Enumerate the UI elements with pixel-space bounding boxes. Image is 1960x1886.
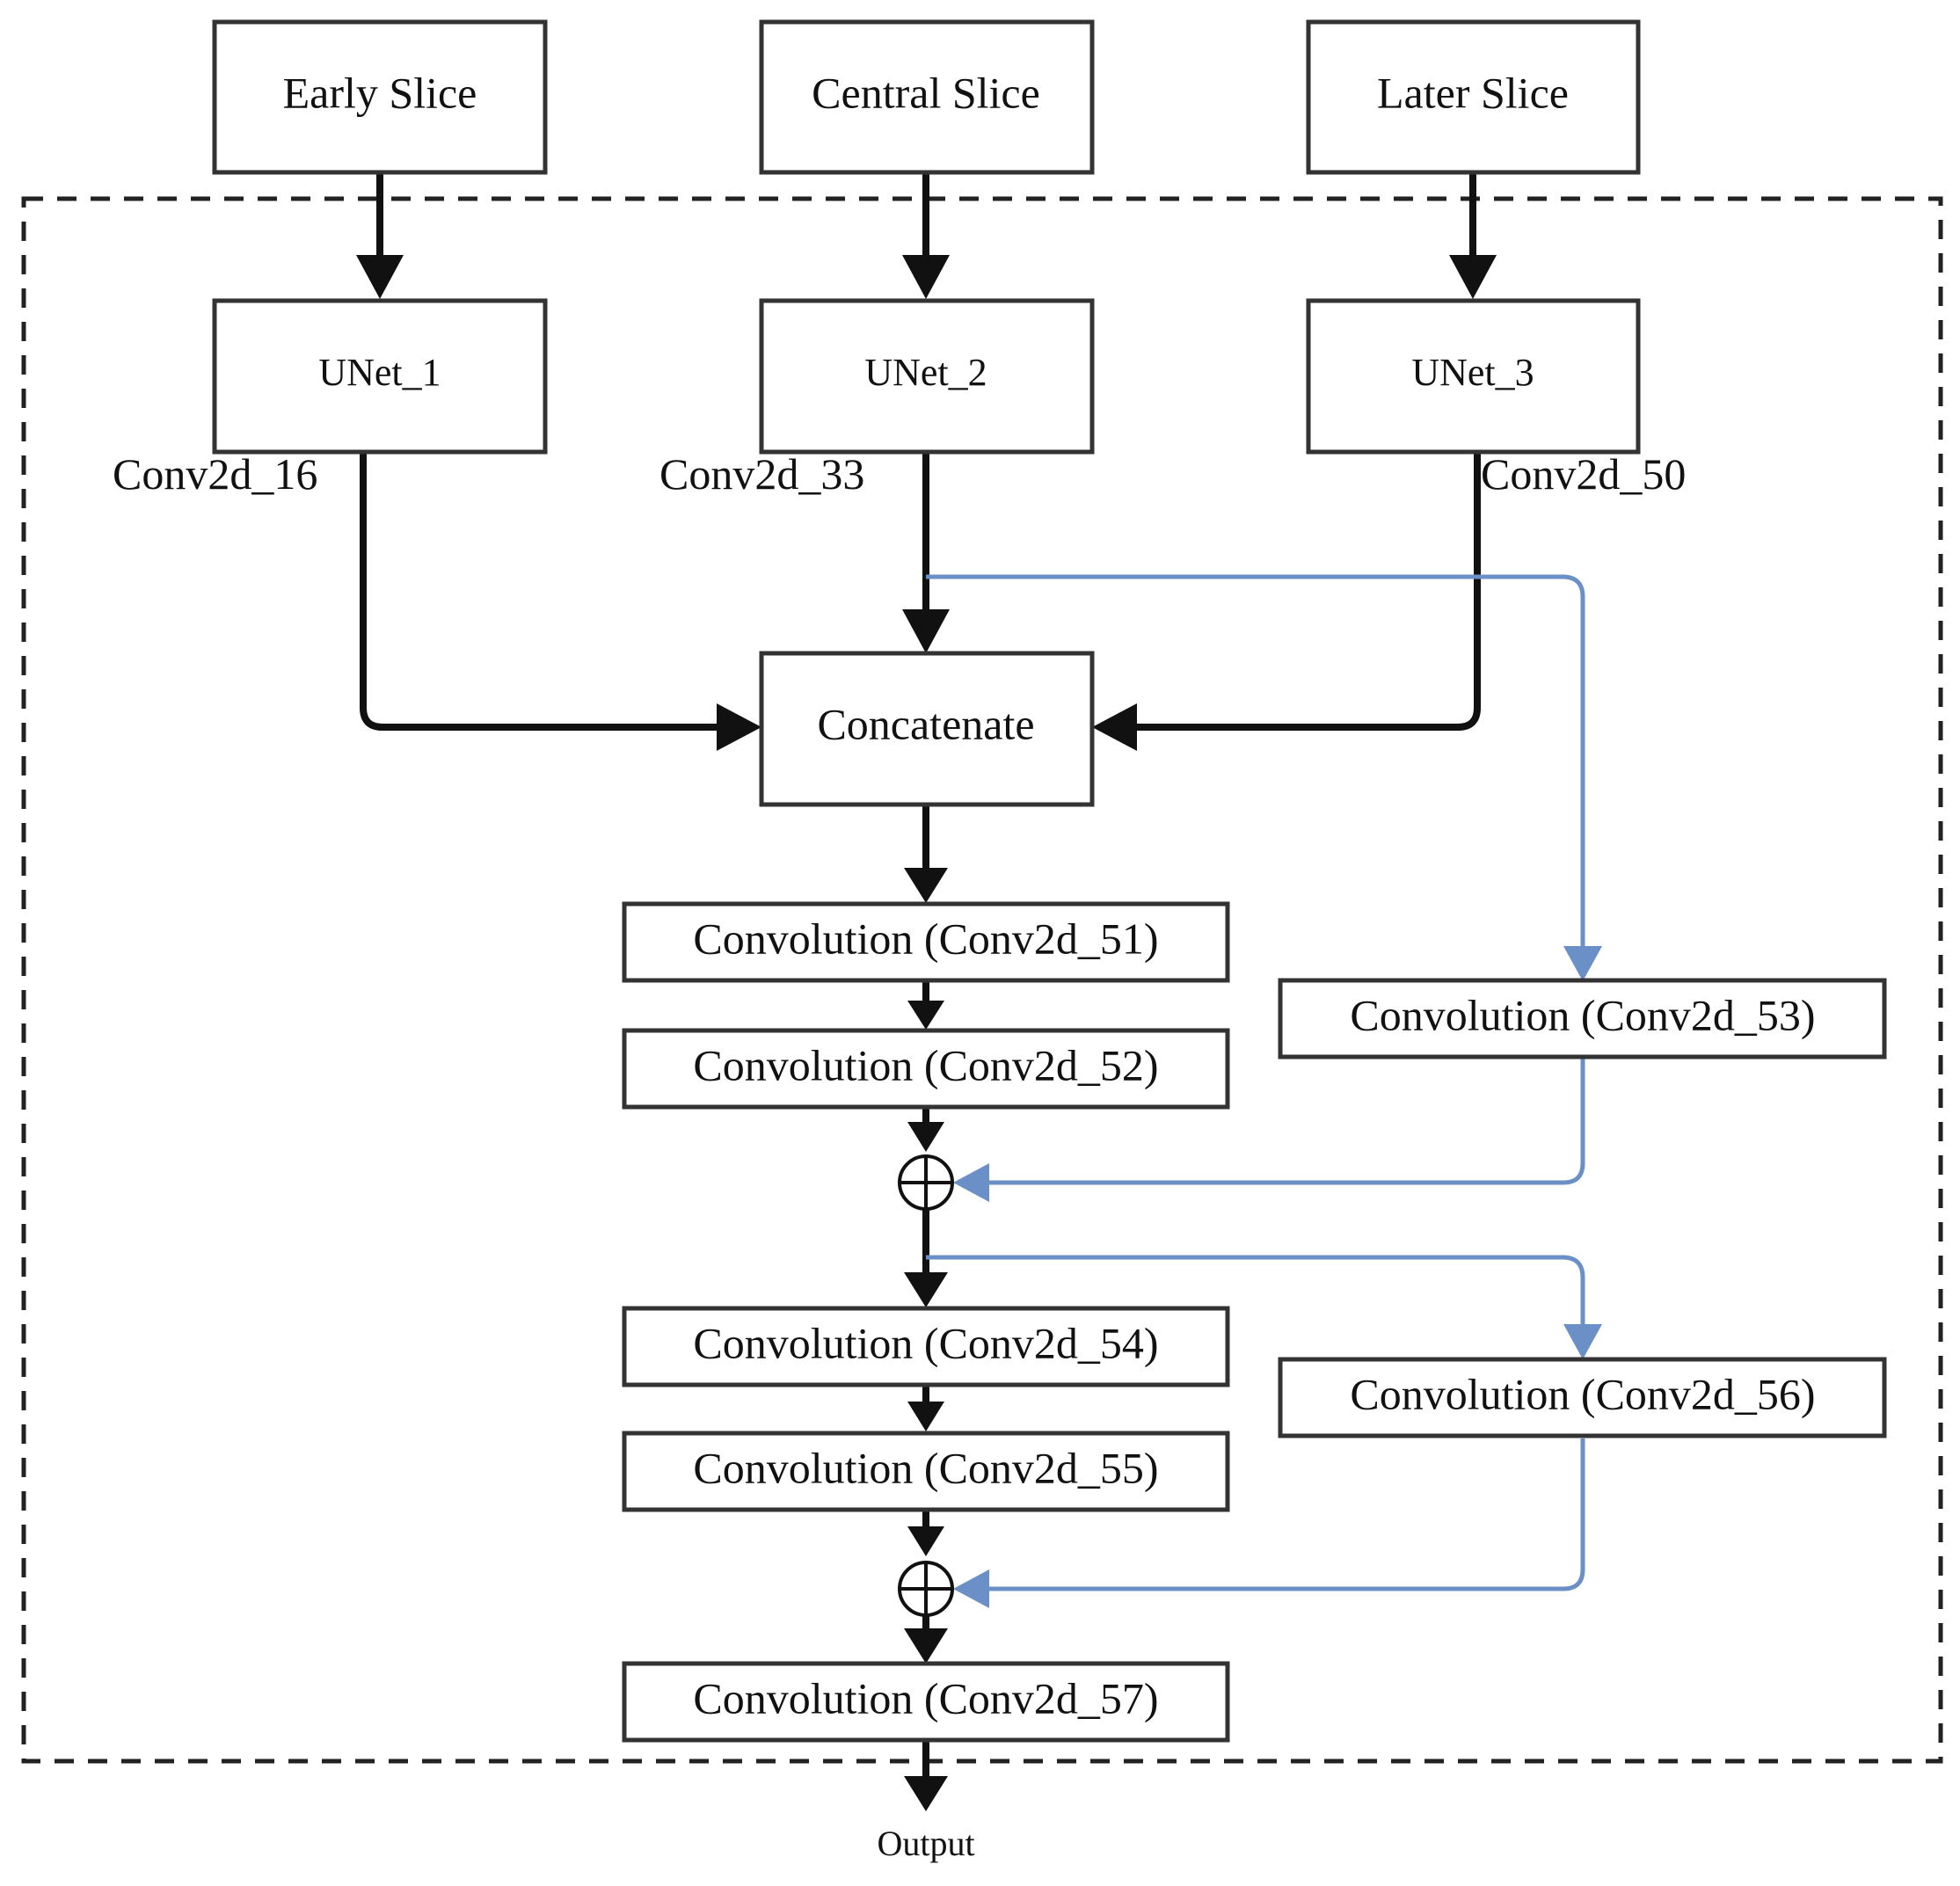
unet-3-box: UNet_3 [1306,298,1641,455]
conv2d-54-label: Convolution (Conv2d_54) [693,1318,1158,1367]
skip-connection-1 [926,574,1602,1202]
input-to-unet-arrows [356,172,1497,299]
later-slice-box: Later Slice [1306,19,1641,175]
conv2d-51-box: Convolution (Conv2d_51) [622,901,1230,983]
central-slice-label: Central Slice [812,68,1040,117]
add-node-1 [898,1154,954,1211]
conv2d-56-label: Convolution (Conv2d_56) [1350,1369,1815,1418]
conv2d-55-box: Convolution (Conv2d_55) [622,1431,1230,1512]
conv2d-33-label: Conv2d_33 [659,449,864,499]
conv2d-50-label: Conv2d_50 [1481,449,1686,499]
early-slice-label: Early Slice [283,68,477,117]
skip-connection-2 [926,1255,1602,1608]
add-node-2 [898,1561,954,1617]
conv2d-56-box: Convolution (Conv2d_56) [1278,1357,1887,1438]
conv2d-54-box: Convolution (Conv2d_54) [622,1306,1230,1387]
unet-2-box: UNet_2 [759,298,1095,455]
early-slice-box: Early Slice [212,19,548,175]
unet-to-concat-arrows [360,452,1481,751]
conv2d-52-label: Convolution (Conv2d_52) [693,1040,1158,1089]
central-slice-box: Central Slice [759,19,1095,175]
conv2d-53-box: Convolution (Conv2d_53) [1278,978,1887,1060]
conv2d-51-label: Convolution (Conv2d_51) [693,914,1158,963]
concatenate-label: Concatenate [817,699,1034,748]
unet-3-label: UNet_3 [1411,351,1534,394]
conv2d-53-label: Convolution (Conv2d_53) [1350,990,1815,1039]
unet-1-label: UNet_1 [318,351,441,394]
conv2d-57-label: Convolution (Conv2d_57) [693,1673,1158,1722]
conv2d-55-label: Convolution (Conv2d_55) [693,1443,1158,1492]
output-label: Output [877,1824,974,1863]
conv2d-57-box: Convolution (Conv2d_57) [622,1661,1230,1743]
unet-1-box: UNet_1 [212,298,548,455]
conv2d-52-box: Convolution (Conv2d_52) [622,1028,1230,1110]
later-slice-label: Later Slice [1377,68,1569,117]
unet-2-label: UNet_2 [864,351,987,394]
concatenate-box: Concatenate [759,651,1095,807]
main-chain-arrows [904,806,948,1811]
conv2d-16-label: Conv2d_16 [113,449,317,499]
